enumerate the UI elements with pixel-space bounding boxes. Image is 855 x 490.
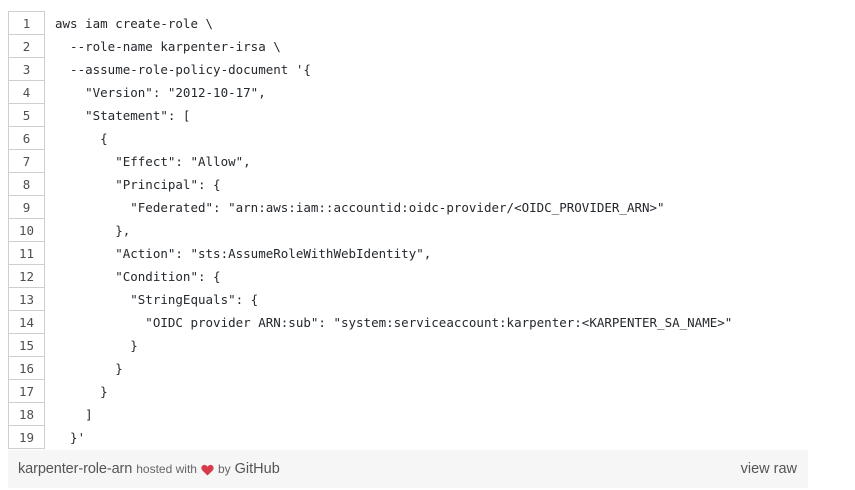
- line-number[interactable]: 6: [8, 126, 45, 150]
- code-line: 19 }': [8, 425, 733, 449]
- code-text: }': [55, 429, 86, 445]
- code-line: 2 --role-name karpenter-irsa \: [8, 34, 733, 58]
- line-number[interactable]: 3: [8, 57, 45, 81]
- code-line: 14 "OIDC provider ARN:sub": "system:serv…: [8, 310, 733, 334]
- gist-footer: karpenter-role-arn hosted with by GitHub…: [8, 450, 808, 488]
- code-text: }: [55, 383, 108, 399]
- code-line: 8 "Principal": {: [8, 172, 733, 196]
- code-line: 4 "Version": "2012-10-17",: [8, 80, 733, 104]
- code-line: 9 "Federated": "arn:aws:iam::accountid:o…: [8, 195, 733, 219]
- view-raw-link[interactable]: view raw: [740, 461, 797, 477]
- line-number[interactable]: 11: [8, 241, 45, 265]
- code-text: "Statement": [: [55, 107, 191, 123]
- code-text: },: [55, 222, 131, 238]
- code-body: 1 aws iam create-role \ 2 --role-name karp…: [8, 11, 733, 449]
- github-link[interactable]: GitHub: [234, 461, 280, 477]
- line-number[interactable]: 14: [8, 310, 45, 334]
- code-text: aws iam create-role \: [55, 15, 214, 31]
- line-number[interactable]: 17: [8, 379, 45, 403]
- line-number[interactable]: 13: [8, 287, 45, 311]
- line-number[interactable]: 19: [8, 425, 45, 449]
- line-number[interactable]: 1: [8, 11, 45, 35]
- code-line: 15 }: [8, 333, 733, 357]
- gist-embed: 1 aws iam create-role \ 2 --role-name karp…: [8, 11, 808, 449]
- line-number[interactable]: 15: [8, 333, 45, 357]
- code-text: "Version": "2012-10-17",: [55, 84, 266, 100]
- hosted-with-text: hosted with: [136, 462, 197, 476]
- code-text: {: [55, 130, 108, 146]
- code-text: "StringEquals": {: [55, 291, 259, 307]
- code-line: 18 ]: [8, 402, 733, 426]
- code-text: --assume-role-policy-document '{: [55, 61, 311, 77]
- heart-icon: [201, 463, 214, 476]
- code-line: 5 "Statement": [: [8, 103, 733, 127]
- code-line: 13 "StringEquals": {: [8, 287, 733, 311]
- code-line: 1 aws iam create-role \: [8, 11, 733, 35]
- line-number[interactable]: 9: [8, 195, 45, 219]
- code-text: "Federated": "arn:aws:iam::accountid:oid…: [55, 199, 665, 215]
- code-line: 3 --assume-role-policy-document '{: [8, 57, 733, 81]
- code-text: "Condition": {: [55, 268, 221, 284]
- by-text: by: [217, 462, 231, 476]
- code-text: "Principal": {: [55, 176, 221, 192]
- code-line: 10 },: [8, 218, 733, 242]
- code-text: }: [55, 337, 138, 353]
- code-text: "OIDC provider ARN:sub": "system:service…: [55, 314, 733, 330]
- file-name-link[interactable]: karpenter-role-arn: [18, 461, 133, 477]
- code-text: "Action": "sts:AssumeRoleWithWebIdentity…: [55, 245, 432, 261]
- line-number[interactable]: 4: [8, 80, 45, 104]
- code-line: 16 }: [8, 356, 733, 380]
- line-number[interactable]: 18: [8, 402, 45, 426]
- code-line: 12 "Condition": {: [8, 264, 733, 288]
- code-text: }: [55, 360, 123, 376]
- line-number[interactable]: 12: [8, 264, 45, 288]
- code-text: ]: [55, 406, 93, 422]
- code-line: 7 "Effect": "Allow",: [8, 149, 733, 173]
- code-text: --role-name karpenter-irsa \: [55, 38, 281, 54]
- code-line: 17 }: [8, 379, 733, 403]
- line-number[interactable]: 5: [8, 103, 45, 127]
- line-number[interactable]: 10: [8, 218, 45, 242]
- code-line: 11 "Action": "sts:AssumeRoleWithWebIdent…: [8, 241, 733, 265]
- code-line: 6 {: [8, 126, 733, 150]
- gist-meta: karpenter-role-arn hosted with by GitHub: [18, 461, 280, 477]
- line-number[interactable]: 7: [8, 149, 45, 173]
- line-number[interactable]: 16: [8, 356, 45, 380]
- line-number[interactable]: 2: [8, 34, 45, 58]
- line-number[interactable]: 8: [8, 172, 45, 196]
- code-table: 1 aws iam create-role \ 2 --role-name karp…: [8, 11, 733, 449]
- code-text: "Effect": "Allow",: [55, 153, 251, 169]
